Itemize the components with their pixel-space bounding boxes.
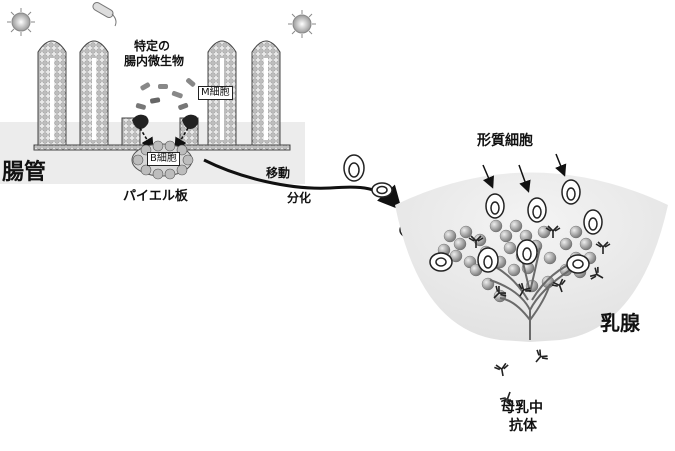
intestine-label: 腸管 — [2, 160, 47, 185]
migration-label: 移動 — [266, 166, 291, 180]
specific-microbes-label-line1: 特定の — [134, 39, 171, 53]
milk-antibody-icons — [493, 347, 550, 407]
m-cell-uptake — [132, 114, 199, 151]
alveoli-clusters — [437, 219, 597, 340]
milk-antibody-label-line1: 母乳中 — [501, 400, 543, 416]
b-cell-label: B細胞 — [147, 152, 180, 166]
mammary-gland-label: 乳腺 — [600, 311, 640, 335]
m-cell-label: M細胞 — [198, 86, 233, 100]
specific-microbes-label-line2: 腸内微生物 — [124, 54, 185, 68]
plasma-cell-label: 形質細胞 — [477, 133, 533, 149]
milk-antibody-label-line2: 抗体 — [509, 418, 537, 434]
plasma-cell-pointer-arrows — [482, 153, 567, 193]
differentiation-label: 分化 — [287, 191, 312, 205]
peyer-patch-label: パイエル板 — [123, 189, 188, 204]
microbe-icons — [7, 2, 316, 110]
gland-plasma-cells — [429, 179, 603, 274]
